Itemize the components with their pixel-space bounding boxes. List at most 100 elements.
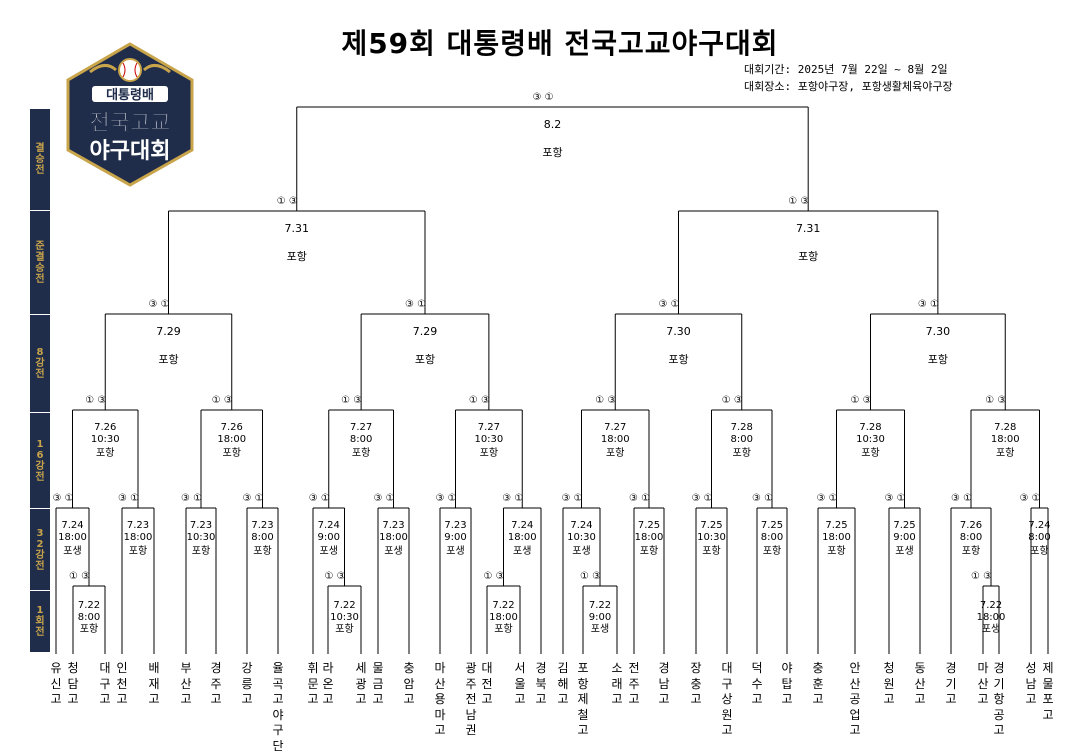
seed-marks: ③ ① [561,493,583,504]
game-date: 7.22 [979,600,1003,611]
game-date: 7.31 [284,222,310,235]
game-date: 7.27 [349,422,373,433]
game-date: 7.25 [700,520,723,531]
game-date: 7.22 [77,600,101,611]
game-time: 9:00 [317,532,340,543]
game-date: 7.26 [959,520,983,531]
seed-marks: ③ ① [52,493,74,504]
game-time: 8:00 [1028,532,1051,543]
seed-marks: ① ③ [850,395,872,406]
logo-line3: 야구대회 [90,139,171,164]
game-date: 7.23 [444,520,467,531]
game-place: 포생 [446,546,465,557]
game-place: 포항 [542,146,563,159]
seed-marks: ③ ① [951,493,973,504]
seed-marks: ③ ① [148,299,170,310]
seed-marks: ③ ① [816,493,838,504]
tournament-logo: 대통령배 전국고교 야구대회 [66,42,194,187]
game-date: 7.31 [795,222,821,235]
game-place: 포생 [384,546,403,557]
seed-marks: ① ③ [595,395,617,406]
seed-marks: ③ ① [691,493,713,504]
seed-marks: ③ ① [118,493,140,504]
seed-marks: ① ③ [276,196,298,207]
game-time: 9:00 [588,612,612,623]
game-place: 포생 [513,546,532,557]
game-place: 포생 [590,624,610,635]
game-place: 포항 [961,546,981,557]
game-place: 포항 [732,448,751,459]
seed-marks: ③ ① [658,299,680,310]
game-place: 포항 [702,546,721,557]
game-place: 포항 [253,546,272,557]
seed-marks: ① ③ [483,571,505,582]
game-time: 10:30 [330,612,359,623]
seed-marks: ③ ① [435,493,457,504]
game-time: 10:30 [186,532,216,543]
seed-marks: ③ ① [884,493,906,504]
game-time: 18:00 [976,612,1006,623]
game-place: 포항 [479,448,499,459]
game-date: 7.26 [220,422,243,433]
game-place: 포항 [1030,546,1049,557]
game-place: 포항 [762,546,782,557]
game-place: 포항 [414,353,436,366]
game-time: 18:00 [123,532,153,543]
game-time: 8:00 [730,434,753,445]
game-time: 18:00 [822,532,851,543]
game-time: 8:00 [760,532,784,543]
page-title: 제59회 대통령배 전국고교야구대회 [341,27,779,60]
game-date: 7.29 [156,325,181,338]
seed-marks: ③ ① [1019,493,1041,504]
game-place: 포항 [798,250,819,263]
game-date: 7.28 [859,422,882,433]
game-date: 7.30 [925,325,951,338]
game-place: 포항 [222,448,241,459]
game-time: 9:00 [893,532,916,543]
game-time: 8:00 [959,532,983,543]
seed-marks: ① ③ [580,571,602,582]
game-time: 10:30 [474,434,504,445]
game-time: 18:00 [489,612,518,623]
seed-marks: ① ③ [721,395,743,406]
seed-marks: ③ ① [242,493,264,504]
seed-marks: ① ③ [324,571,346,582]
game-date: 7.24 [317,520,340,531]
game-date: 7.23 [126,520,150,531]
game-place: 포항 [606,448,625,459]
game-place: 포생 [572,546,591,557]
logo-line2: 전국고교 [90,111,171,136]
seed-marks: ③ ① [373,493,395,504]
seed-marks: ③ ① [308,493,330,504]
game-time: 18:00 [634,532,664,543]
game-date: 7.29 [412,325,438,338]
seed-marks: ① ③ [69,571,91,582]
game-place: 포생 [895,546,914,557]
game-date: 8.2 [543,118,562,131]
game-date: 7.28 [994,422,1017,433]
game-place: 포항 [96,448,115,459]
